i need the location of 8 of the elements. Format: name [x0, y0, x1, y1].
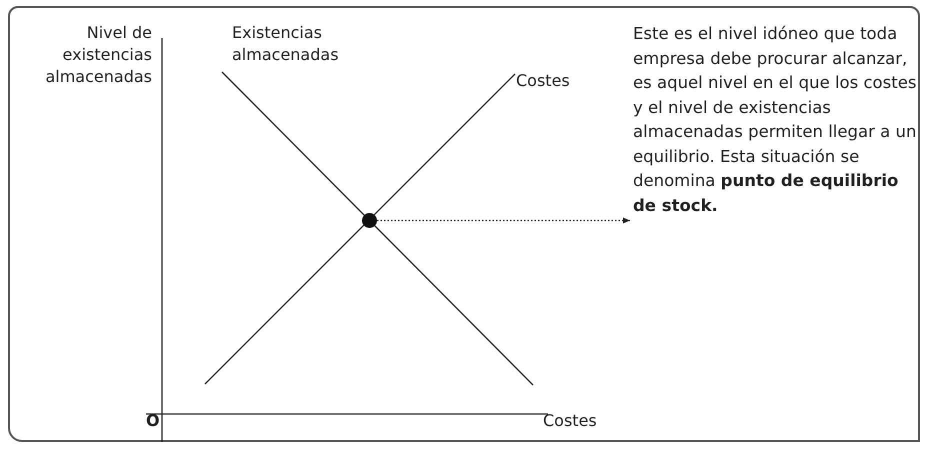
explanation-text: Este es el nivel idóneo que toda empresa debe procurar alcanzar, es aquel nivel en el que los costes y el nivel de existencias almacenadas permiten llegar a un equilibrio. Esta situación se denomina punto de equilibrio de stock. — [633, 22, 918, 218]
axis-title: Costes — [543, 410, 597, 432]
equilibrium-point — [362, 213, 377, 228]
line-label: Costes — [516, 70, 570, 92]
arrow — [377, 218, 630, 224]
line-label: Existencias almacenadas — [232, 22, 340, 66]
origin-label: O — [146, 410, 160, 432]
axis-title: Nivel de existencias almacenadas — [44, 22, 152, 88]
